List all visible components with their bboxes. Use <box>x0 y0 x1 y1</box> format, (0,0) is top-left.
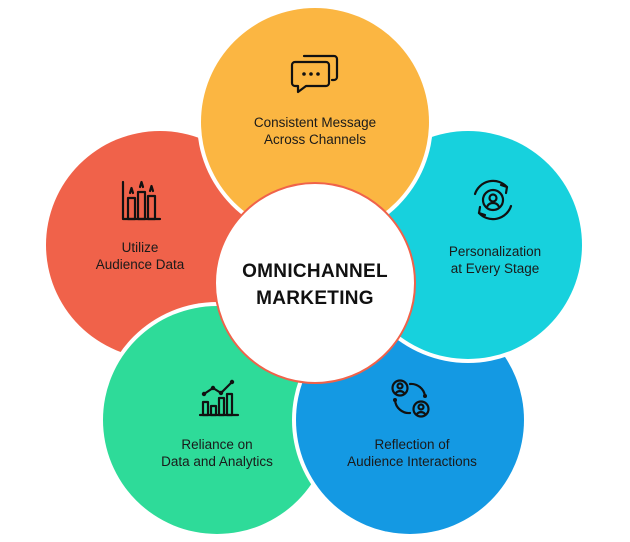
utilize-label-line2: Audience Data <box>96 257 185 272</box>
bar-chart-icon <box>121 180 162 221</box>
center-title-line1: OMNICHANNEL <box>242 261 388 282</box>
analytics-chart-icon <box>198 379 240 417</box>
reliance-label-line2: Data and Analytics <box>161 454 273 469</box>
center-hub: OMNICHANNEL MARKETING <box>214 182 416 384</box>
petal-consistent-circle <box>201 8 429 236</box>
utilize-label-line1: Utilize <box>122 240 159 255</box>
personalization-label-line2: at Every Stage <box>451 261 540 276</box>
reliance-label-line1: Reliance on <box>181 437 252 452</box>
chat-bubbles-icon <box>290 54 339 94</box>
reflection-label-line1: Reflection of <box>374 437 449 452</box>
network-users-icon <box>391 379 430 418</box>
consistent-label-line1: Consistent Message <box>254 115 376 130</box>
personalization-label-line1: Personalization <box>449 244 541 259</box>
reflection-label-line2: Audience Interactions <box>347 454 477 469</box>
refresh-user-icon <box>473 179 513 221</box>
center-circle <box>214 182 416 384</box>
center-title-line2: MARKETING <box>256 288 374 309</box>
petal-consistent-message <box>197 4 433 240</box>
consistent-label-line2: Across Channels <box>264 132 366 147</box>
